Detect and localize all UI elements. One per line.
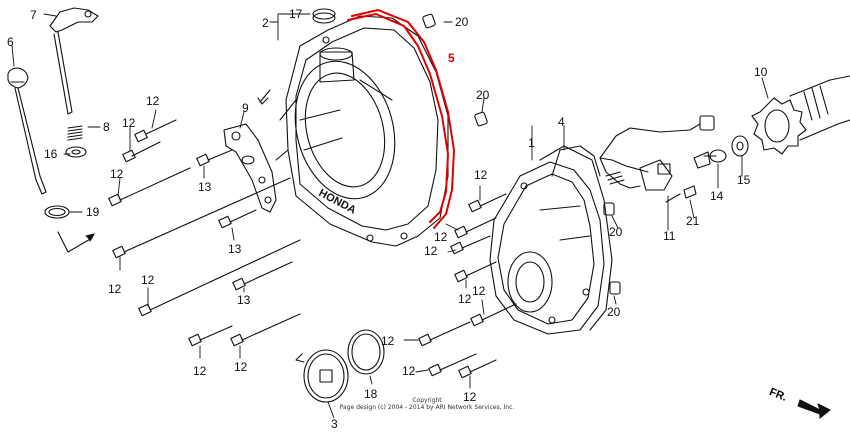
callout-12: 12	[146, 94, 160, 108]
callout-20: 20	[607, 305, 621, 319]
callout-12: 12	[381, 334, 395, 348]
dowel-pin-part	[422, 13, 621, 295]
callout-8: 8	[103, 120, 110, 134]
bolt-group	[108, 119, 517, 379]
bolt-21-part	[665, 185, 697, 203]
callout-14: 14	[710, 189, 724, 203]
callout-13: 13	[237, 293, 251, 307]
callout-12: 12	[122, 116, 136, 130]
copyright-line-1: Copyright	[412, 397, 442, 404]
callout-11: 11	[663, 229, 676, 243]
callout-6: 6	[7, 35, 14, 49]
washer-15-part	[731, 135, 749, 157]
callout-20: 20	[609, 225, 623, 239]
washer-part	[65, 146, 87, 158]
callout-13: 13	[228, 242, 242, 256]
callout-12: 12	[424, 244, 438, 258]
spring-part	[67, 125, 83, 141]
callout-5-highlighted: 5	[448, 51, 455, 65]
callout-12: 12	[402, 364, 416, 378]
callout-21: 21	[686, 214, 700, 228]
dipstick-part	[7, 67, 47, 195]
callout-15: 15	[737, 173, 751, 187]
oil-seal-part	[312, 8, 336, 24]
callout-12: 12	[463, 390, 477, 404]
callout-10: 10	[754, 65, 768, 79]
callout-4: 4	[558, 115, 565, 129]
leader-lines	[11, 13, 769, 419]
callout-16: 16	[44, 147, 58, 161]
o-ring-part	[44, 205, 70, 219]
callout-9: 9	[242, 101, 249, 115]
callout-18: 18	[364, 387, 378, 401]
sensor-part	[599, 115, 715, 191]
callout-13: 13	[198, 180, 212, 194]
callout-12: 12	[434, 230, 448, 244]
copyright-line-2: Page design (c) 2004 - 2014 by ARI Netwo…	[339, 404, 515, 411]
bolt-14-part	[693, 149, 727, 169]
clutch-cover-part: HONDA	[275, 15, 449, 247]
callout-12: 12	[108, 282, 122, 296]
callout-12: 12	[141, 273, 155, 287]
callout-1: 1	[528, 136, 535, 150]
bracket-part	[223, 123, 277, 213]
callout-12: 12	[234, 360, 248, 374]
callout-3: 3	[331, 417, 338, 431]
o-ring-18-part	[347, 329, 385, 375]
copyright-notice: Copyright Page design (c) 2004 - 2014 by…	[337, 397, 517, 411]
callout-20-top: 20	[455, 15, 469, 29]
callout-12: 12	[458, 292, 472, 306]
callout-19: 19	[86, 205, 100, 219]
gasket-part-highlighted	[347, 9, 455, 229]
crankcase-cover-part	[489, 145, 605, 335]
callout-7: 7	[30, 8, 37, 22]
callout-12: 12	[110, 167, 124, 181]
pulser-rotor-part	[295, 349, 349, 403]
callout-2: 2	[262, 16, 269, 30]
callout-17: 17	[289, 7, 303, 21]
front-direction-arrow	[797, 399, 831, 419]
callout-12: 12	[193, 364, 207, 378]
cover-brand-text: HONDA	[317, 187, 358, 217]
callout-12: 12	[474, 168, 488, 182]
shift-lever-part	[49, 7, 99, 115]
callout-20-mid: 20	[476, 88, 490, 102]
callout-12: 12	[472, 284, 486, 298]
sprocket-part	[751, 75, 850, 155]
